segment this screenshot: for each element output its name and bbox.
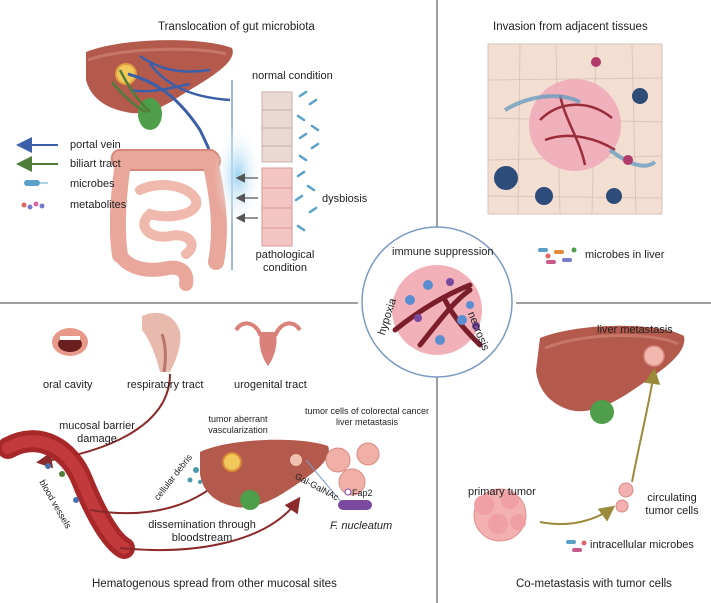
normal-epithelium [261, 90, 320, 163]
label-liver-metastasis: liver metastasis [597, 324, 673, 336]
label-dissemination: dissemination through bloodstream [148, 519, 256, 544]
oral-cavity-icon [52, 328, 88, 356]
label-microbes-in-liver: microbes in liver [585, 249, 665, 261]
label-fap2: Fap2 [352, 488, 373, 498]
legend-microbes: microbes [70, 178, 115, 190]
intracellular-microbes-icon [566, 540, 587, 552]
liver-illustration-bottom [200, 439, 329, 510]
tumor-microenvironment-circle [361, 226, 513, 378]
label-normal-condition: normal condition [252, 70, 333, 82]
legend-biliary-tract: biliart tract [70, 158, 121, 170]
panel-title-co-metastasis: Co-metastasis with tumor cells [516, 578, 672, 590]
circulating-cells [615, 482, 634, 513]
label-mucosal-barrier-damage: mucosal barrier damage [59, 420, 135, 445]
label-f-nucleatum: F. nucleatum [330, 520, 393, 532]
panel-title-hematogenous: Hematogenous spread from other mucosal s… [92, 578, 337, 590]
liver-illustration-top [86, 40, 233, 191]
microbes-in-liver-icon [538, 247, 577, 264]
legend-icons [16, 137, 58, 210]
tissue-invasion-illustration [487, 43, 663, 215]
pathological-epithelium [235, 167, 318, 247]
label-dysbiosis: dysbiosis [322, 193, 368, 205]
panel-title-translocation: Translocation of gut microbiota [158, 21, 315, 33]
label-respiratory-tract: respiratory tract [127, 379, 204, 391]
label-oral-cavity: oral cavity [43, 379, 93, 391]
label-circulating-tumor-cells: circulating tumor cells [645, 492, 699, 517]
blood-vessel-illustration [0, 430, 135, 559]
primary-tumor-cluster [473, 488, 527, 542]
urogenital-tract-icon [234, 321, 302, 366]
translocation-glow [214, 123, 262, 227]
legend-metabolites: metabolites [70, 199, 127, 211]
label-immune-suppression: immune suppression [392, 246, 494, 258]
label-crlm-cells: tumor cells of colorectal cancer liver m… [304, 406, 430, 427]
label-urogenital-tract: urogenital tract [234, 379, 307, 391]
label-pathological-condition: pathological condition [255, 249, 315, 274]
panel-title-invasion: Invasion from adjacent tissues [493, 21, 648, 33]
intestine-illustration [109, 149, 227, 291]
label-primary-tumor: primary tumor [468, 486, 536, 498]
legend-portal-vein: portal vein [70, 139, 121, 151]
label-tumor-aberrant-vascularization: tumor aberrant vascularization [208, 414, 268, 435]
co-metastasis-arrows [539, 368, 661, 526]
crlm-cells-illustration [305, 442, 380, 511]
liver-illustration-metastasis [536, 325, 685, 424]
label-intracellular-microbes: intracellular microbes [590, 539, 694, 551]
respiratory-tract-icon [142, 312, 181, 373]
